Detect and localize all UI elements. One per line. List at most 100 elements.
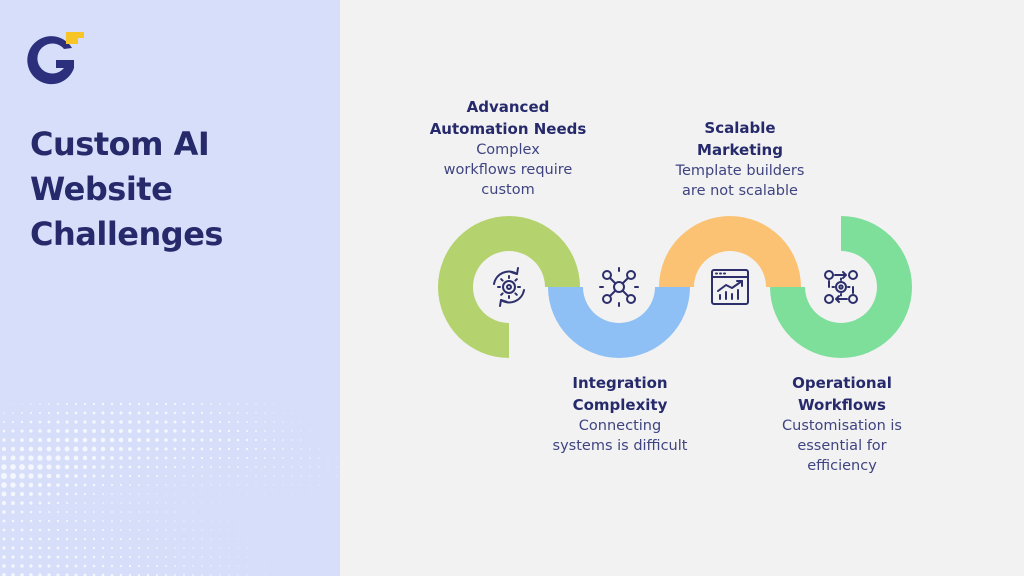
pattern-dot	[146, 411, 150, 415]
pattern-dot	[11, 555, 15, 559]
pattern-dot	[101, 537, 105, 541]
pattern-dot	[291, 448, 293, 450]
pattern-dot	[182, 438, 186, 442]
pattern-dot	[127, 437, 133, 443]
pattern-dot	[47, 429, 51, 433]
pattern-dot	[273, 457, 275, 459]
pattern-dot	[210, 484, 212, 486]
pattern-dot	[282, 421, 284, 423]
pattern-dot	[200, 411, 204, 415]
pattern-dot	[147, 556, 149, 558]
pattern-dot	[109, 437, 115, 443]
pattern-dot	[156, 511, 158, 513]
pattern-dot	[218, 420, 222, 424]
pattern-dot	[110, 402, 114, 406]
pattern-dot	[245, 447, 249, 451]
pattern-dot	[246, 538, 248, 540]
pattern-dot	[336, 484, 338, 486]
step-title: Operational Workflows	[792, 374, 892, 414]
pattern-dot	[327, 457, 329, 459]
pattern-dot	[137, 411, 141, 415]
pattern-dot	[174, 475, 176, 477]
pattern-dot	[92, 555, 96, 559]
pattern-dot	[173, 429, 177, 433]
pattern-dot	[309, 475, 311, 477]
pattern-dot	[191, 456, 195, 460]
pattern-dot	[56, 564, 60, 568]
pattern-dot	[47, 492, 51, 496]
pattern-dot	[101, 564, 105, 568]
pattern-dot	[100, 446, 106, 452]
pattern-dot	[192, 556, 194, 558]
pattern-dot	[192, 547, 194, 549]
pattern-dot	[29, 555, 33, 559]
pattern-dot	[119, 429, 123, 433]
pattern-dot	[255, 466, 257, 468]
pattern-dot	[74, 564, 78, 568]
pattern-dot	[65, 483, 69, 487]
pattern-dot	[254, 447, 258, 451]
pattern-dot	[3, 421, 5, 423]
pattern-dot	[291, 439, 293, 441]
pattern-dot	[38, 510, 42, 514]
pattern-dot	[47, 555, 51, 559]
pattern-dot	[192, 493, 194, 495]
pattern-dot	[92, 564, 96, 568]
pattern-dot	[119, 420, 123, 424]
pattern-dot	[192, 502, 194, 504]
pattern-dot	[336, 457, 338, 459]
pattern-dot	[228, 466, 230, 468]
pattern-dot	[156, 475, 158, 477]
pattern-dot	[92, 537, 96, 541]
pattern-dot	[165, 484, 167, 486]
pattern-dot	[237, 565, 239, 567]
pattern-dot	[84, 502, 86, 504]
pattern-dot	[65, 519, 69, 523]
pattern-dot	[173, 402, 177, 406]
pattern-dot	[93, 520, 95, 522]
pattern-dot	[11, 537, 15, 541]
pattern-dot	[28, 446, 34, 452]
pattern-dot	[210, 466, 212, 468]
pattern-dot	[327, 448, 329, 450]
pattern-dot	[237, 403, 239, 405]
pattern-dot	[192, 475, 194, 477]
pattern-dot	[11, 573, 15, 576]
pattern-dot	[336, 448, 338, 450]
pattern-dot	[165, 556, 167, 558]
pattern-dot	[83, 573, 87, 576]
pattern-dot	[219, 565, 221, 567]
pattern-dot	[237, 520, 239, 522]
pattern-dot	[209, 411, 213, 415]
pattern-dot	[219, 511, 221, 513]
pattern-dot	[164, 402, 168, 406]
pattern-dot	[264, 565, 266, 567]
pattern-dot	[102, 502, 104, 504]
pattern-dot	[137, 564, 141, 568]
pattern-dot	[165, 493, 167, 495]
pattern-dot	[29, 501, 33, 505]
pattern-dot	[92, 411, 96, 415]
pattern-dot	[237, 511, 239, 513]
pattern-dot	[119, 411, 123, 415]
pattern-dot	[20, 438, 24, 442]
pattern-dot	[119, 564, 123, 568]
pattern-dot	[255, 457, 257, 459]
pattern-dot	[138, 547, 140, 549]
pattern-dot	[101, 483, 105, 487]
pattern-dot	[228, 547, 230, 549]
pattern-dot	[255, 475, 257, 477]
pattern-dot	[128, 456, 132, 460]
pattern-dot	[174, 565, 176, 567]
pattern-dot	[37, 482, 43, 488]
pattern-dot	[291, 493, 293, 495]
pattern-dot	[273, 412, 275, 414]
pattern-dot	[46, 455, 52, 461]
pattern-dot	[300, 457, 302, 459]
gear-cycle-icon	[493, 267, 525, 307]
pattern-dot	[146, 447, 150, 451]
pattern-dot	[47, 411, 51, 415]
pattern-dot	[183, 475, 185, 477]
pattern-dot	[255, 430, 257, 432]
pattern-dot	[155, 411, 159, 415]
